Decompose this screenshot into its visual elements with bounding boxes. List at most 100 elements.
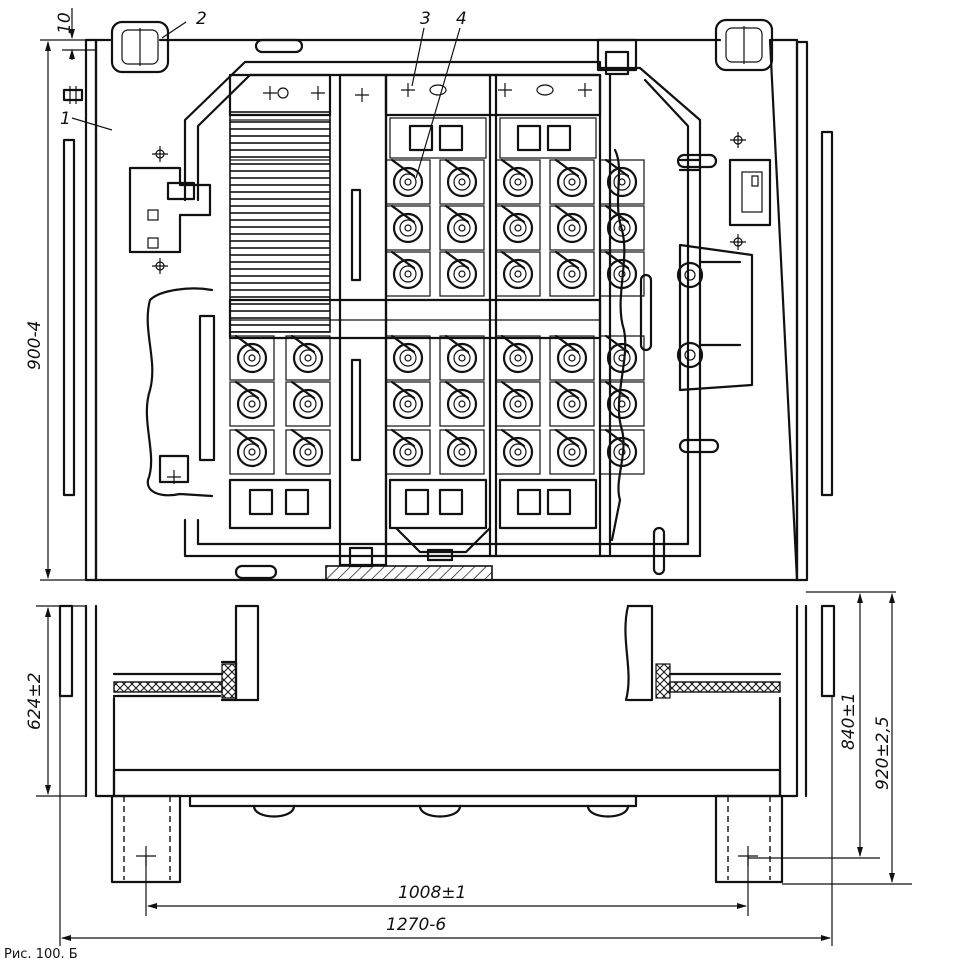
cell-terminal-ring <box>453 265 471 283</box>
left-rail-inner <box>62 138 76 497</box>
cell-terminal-ring <box>453 349 471 367</box>
cell-terminal <box>502 436 534 468</box>
cell-terminal-ring <box>509 173 527 191</box>
cell-terminal <box>502 342 534 374</box>
cell-terminal-ring <box>613 219 631 237</box>
cell-terminal-ring <box>509 349 527 367</box>
cell-terminal-core <box>458 448 466 456</box>
lower-battery-cells <box>229 334 645 475</box>
bus-bar <box>350 188 362 282</box>
cell-terminal <box>556 166 588 198</box>
cell-link <box>500 428 526 448</box>
cell-housing <box>285 335 331 381</box>
frame-outline <box>94 38 799 582</box>
cell-housing <box>285 381 331 427</box>
cell-housing <box>285 429 331 475</box>
upper-cell-headers <box>229 117 597 161</box>
cell-housing <box>549 429 595 475</box>
section-view <box>58 604 836 884</box>
cell-terminal-ring <box>563 173 581 191</box>
cell-housing <box>549 335 595 381</box>
cell-link <box>444 250 470 270</box>
cell-link <box>390 380 416 400</box>
cell-housing <box>495 429 541 475</box>
cell-terminal <box>606 388 638 420</box>
cell-link <box>554 250 580 270</box>
cell-link <box>554 204 580 224</box>
cell-terminal <box>556 436 588 468</box>
cell-terminal <box>446 388 478 420</box>
cell-link <box>234 428 260 448</box>
cell-terminal-core <box>304 354 312 362</box>
cell-terminal-core <box>458 354 466 362</box>
cell-terminal-core <box>458 400 466 408</box>
cell-terminal-ring <box>509 395 527 413</box>
cell-terminal-ring <box>399 219 417 237</box>
dim-inner-width: 1008±1 <box>398 883 466 903</box>
cell-link <box>390 158 416 178</box>
cell-link <box>444 428 470 448</box>
cell-terminal-ring <box>613 349 631 367</box>
cell-housing <box>495 335 541 381</box>
cell-terminal-ring <box>453 395 471 413</box>
cell-terminal-ring <box>243 443 261 461</box>
dim-outer-width: 1270-6 <box>386 915 446 935</box>
cell-link <box>234 380 260 400</box>
cell-terminal <box>556 212 588 244</box>
cell-terminal-ring <box>563 219 581 237</box>
cell-terminal-core <box>248 400 256 408</box>
cell-terminal <box>502 212 534 244</box>
cell-terminal <box>502 388 534 420</box>
plan-view <box>62 18 834 582</box>
cell-terminal <box>502 258 534 290</box>
cell-link <box>390 204 416 224</box>
cell-terminal-core <box>514 354 522 362</box>
inner-container <box>183 60 702 558</box>
cell-link <box>604 380 630 400</box>
cell-housing <box>229 429 275 475</box>
lifting-handle-left <box>110 20 170 74</box>
cell-housing <box>385 429 431 475</box>
cell-terminal-core <box>568 224 576 232</box>
cell-terminal <box>556 342 588 374</box>
cell-housing <box>439 251 485 297</box>
callout-2: 2 <box>196 9 207 29</box>
cell-terminal-ring <box>563 443 581 461</box>
cell-terminal-ring <box>563 349 581 367</box>
cell-link <box>444 204 470 224</box>
cell-terminal-ring <box>399 443 417 461</box>
cell-link <box>604 158 630 178</box>
cell-terminal-ring <box>453 219 471 237</box>
cell-link <box>500 250 526 270</box>
cell-terminal <box>606 166 638 198</box>
cell-terminal <box>606 212 638 244</box>
cell-housing <box>439 381 485 427</box>
callout-3: 3 <box>420 9 431 29</box>
cell-terminal-core <box>404 224 412 232</box>
cell-terminal-ring <box>509 443 527 461</box>
cell-link <box>444 158 470 178</box>
cell-terminal-ring <box>243 349 261 367</box>
cell-terminal-ring <box>399 349 417 367</box>
cell-terminal-ring <box>453 443 471 461</box>
cell-link <box>390 428 416 448</box>
cell-terminal-core <box>404 178 412 186</box>
cell-terminal-core <box>568 178 576 186</box>
insulation-right <box>669 681 781 693</box>
cell-terminal-core <box>458 178 466 186</box>
cell-terminal-core <box>404 354 412 362</box>
dim-inner-height: 840±1 <box>839 692 859 750</box>
cell-terminal <box>392 166 424 198</box>
cell-terminal-core <box>404 400 412 408</box>
cell-terminal-core <box>568 270 576 278</box>
cell-link <box>554 380 580 400</box>
cell-link <box>500 380 526 400</box>
cell-terminal <box>292 342 324 374</box>
callout-1: 1 <box>60 109 71 129</box>
cell-terminal <box>446 436 478 468</box>
cell-terminal-ring <box>613 395 631 413</box>
cell-terminal-ring <box>243 395 261 413</box>
cell-terminal-core <box>568 400 576 408</box>
cell-terminal-core <box>514 448 522 456</box>
